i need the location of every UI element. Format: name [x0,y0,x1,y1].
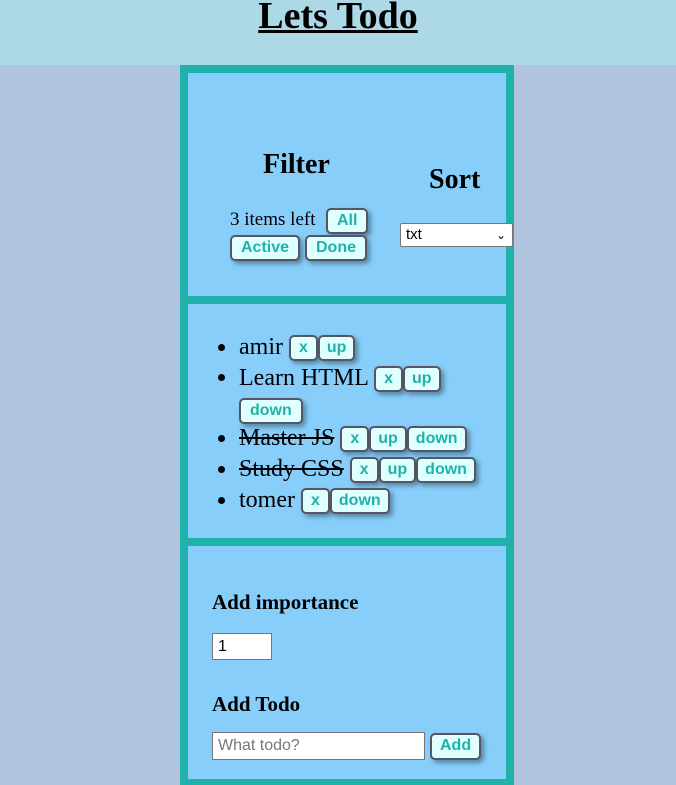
delete-button[interactable]: x [374,366,403,393]
sort-title: Sort [429,164,481,195]
todo-text-done: Master JS [239,425,335,451]
bullet-icon [218,374,225,381]
add-todo-panel: Add importance Add Todo Add [180,546,514,785]
todo-text: amir [239,334,283,360]
todo-text: Learn HTML [239,365,369,391]
delete-button[interactable]: x [349,457,379,484]
filter-done-button[interactable]: Done [305,235,367,261]
sort-select[interactable]: txt ⌄ [400,223,513,247]
move-up-button[interactable]: up [402,366,441,393]
bullet-icon [218,466,225,473]
delete-button[interactable]: x [300,488,330,515]
move-up-button[interactable]: up [369,426,407,453]
bullet-icon [218,497,225,504]
move-down-button[interactable]: down [416,457,476,484]
bullet-icon [218,435,225,442]
delete-button[interactable]: x [288,335,318,362]
add-todo-label: Add Todo [212,692,301,716]
filter-active-button[interactable]: Active [230,235,301,261]
move-down-button[interactable]: down [329,488,390,515]
chevron-down-icon: ⌄ [495,228,506,242]
importance-input[interactable] [212,633,272,660]
todo-text: tomer [239,487,295,513]
move-down-button[interactable]: down [406,426,467,453]
filter-title: Filter [263,149,330,180]
todo-text-input[interactable] [212,732,425,760]
add-button[interactable]: Add [430,733,482,760]
bullet-icon [218,344,225,351]
delete-button[interactable]: x [340,426,370,453]
importance-label: Add importance [212,590,359,614]
sort-selected-value: txt [406,226,422,243]
todo-text-done: Study CSS [239,456,344,482]
app-title: Lets Todo [258,0,418,37]
move-up-button[interactable]: up [378,457,417,484]
move-down-button[interactable]: down [239,398,303,424]
items-left-count: 3 items left [230,209,316,230]
app-header: Lets Todo [0,0,676,65]
move-up-button[interactable]: up [317,335,356,362]
filter-all-button[interactable]: All [326,208,369,234]
filter-sort-panel: Filter Sort 3 items left All Active Done… [180,65,514,304]
